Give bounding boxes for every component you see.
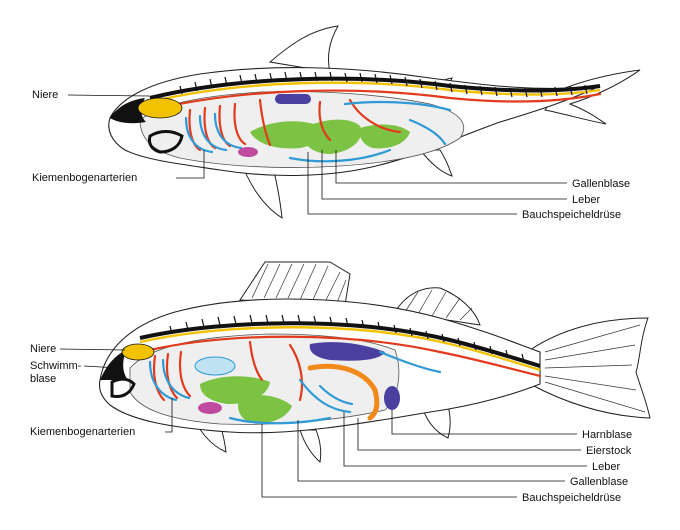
perch-spine xyxy=(139,321,541,368)
perch-label-pancreas: Bauchspeicheldrüse xyxy=(522,492,621,504)
shark-artery-1 xyxy=(258,98,272,147)
perch-artery-2 xyxy=(248,340,264,382)
shark-tail-fin xyxy=(544,69,641,125)
shark-leader-gall-bladder xyxy=(335,150,567,184)
perch-intestine xyxy=(238,395,292,424)
perch-dorsal-rays xyxy=(251,263,347,306)
perch-jaw xyxy=(110,377,136,398)
perch-vein-1 xyxy=(298,378,352,414)
shark-vertebra-ticks xyxy=(179,71,588,98)
perch-vein-3 xyxy=(228,416,332,425)
perch-leader-pancreas xyxy=(261,424,517,498)
shark-head-mark xyxy=(110,98,146,124)
shark-label-kidney: Niere xyxy=(32,89,58,101)
shark-label-gill-arteries: Kiemenbogenarterien xyxy=(32,172,137,184)
perch-artery-1 xyxy=(288,343,304,402)
shark-leader-kidney xyxy=(67,94,151,97)
shark-leader-liver xyxy=(321,150,567,200)
shark-label-pancreas: Bauchspeicheldrüse xyxy=(522,209,621,221)
shark-dorsal-fin xyxy=(268,25,339,73)
perch-soft-dorsal-rays xyxy=(404,289,473,321)
perch-leader-gill-arteries xyxy=(165,398,173,433)
shark-vein-2 xyxy=(288,148,392,163)
perch-heart xyxy=(198,402,222,414)
shark-gill-arches xyxy=(184,102,247,154)
shark-labels: Niere Kiemenbogenarterien Gallenblase Le… xyxy=(32,89,630,221)
shark-spinal-kidney-line xyxy=(149,81,601,104)
perch-label-ovary: Eierstock xyxy=(586,445,632,457)
shark-label-gall-bladder: Gallenblase xyxy=(572,178,630,190)
shark-vein-1 xyxy=(343,100,452,112)
perch-leader-urinary-bladder xyxy=(391,410,577,435)
perch-dorsal-aorta xyxy=(148,335,542,378)
shark-liver-lobe xyxy=(300,119,362,154)
perch-leader-liver xyxy=(343,412,587,467)
shark-dark-organ xyxy=(275,94,311,104)
shark-kidney xyxy=(137,97,183,119)
perch-leader-ovary xyxy=(357,418,581,451)
shark-dorsal-aorta xyxy=(158,89,602,110)
perch-spinal-kidney-line xyxy=(139,326,541,372)
perch-labels: Niere Schwimm- blase Kiemenbogenarterien… xyxy=(30,343,632,504)
shark-jaw xyxy=(148,130,184,154)
perch-urinary-bladder xyxy=(384,386,400,410)
perch-label-swim-bladder-2: blase xyxy=(30,373,56,385)
shark-artery-2 xyxy=(318,100,332,142)
perch-label-urinary-bladder: Harnblase xyxy=(582,429,632,441)
perch-label-gill-arteries: Kiemenbogenarterien xyxy=(30,426,135,438)
perch-leader-swim-bladder xyxy=(83,365,119,369)
perch-tail-fin xyxy=(529,317,651,419)
perch-figure xyxy=(98,261,651,463)
perch-leader-gall-bladder xyxy=(297,420,565,482)
perch-label-kidney: Niere xyxy=(30,343,56,355)
perch-vertebra-ticks xyxy=(169,314,525,363)
perch-vein-4 xyxy=(378,350,442,374)
shark-spine xyxy=(149,76,601,100)
shark-figure xyxy=(108,25,641,219)
perch-label-liver: Leber xyxy=(592,461,620,473)
perch-ovary xyxy=(307,363,380,421)
shark-artery-3 xyxy=(348,98,402,134)
perch-vein-2 xyxy=(318,384,354,406)
shark-leader-pancreas xyxy=(307,152,517,215)
shark-intestine xyxy=(359,124,410,149)
perch-label-swim-bladder-1: Schwimm- xyxy=(30,360,82,372)
perch-label-gall-bladder: Gallenblase xyxy=(570,476,628,488)
perch-ventral-fin xyxy=(299,429,322,463)
perch-kidney xyxy=(121,343,155,361)
shark-leader-gill-arteries xyxy=(176,150,205,179)
shark-label-liver: Leber xyxy=(572,194,600,206)
shark-pelvic-fin xyxy=(418,149,453,177)
shark-heart xyxy=(238,147,258,157)
perch-tail-rays xyxy=(544,324,646,413)
perch-head-mark xyxy=(100,350,128,380)
perch-pale-organ xyxy=(194,356,236,376)
perch-swim-bladder xyxy=(309,342,385,361)
shark-vein-3 xyxy=(408,118,447,146)
perch-leader-kidney xyxy=(59,348,126,351)
